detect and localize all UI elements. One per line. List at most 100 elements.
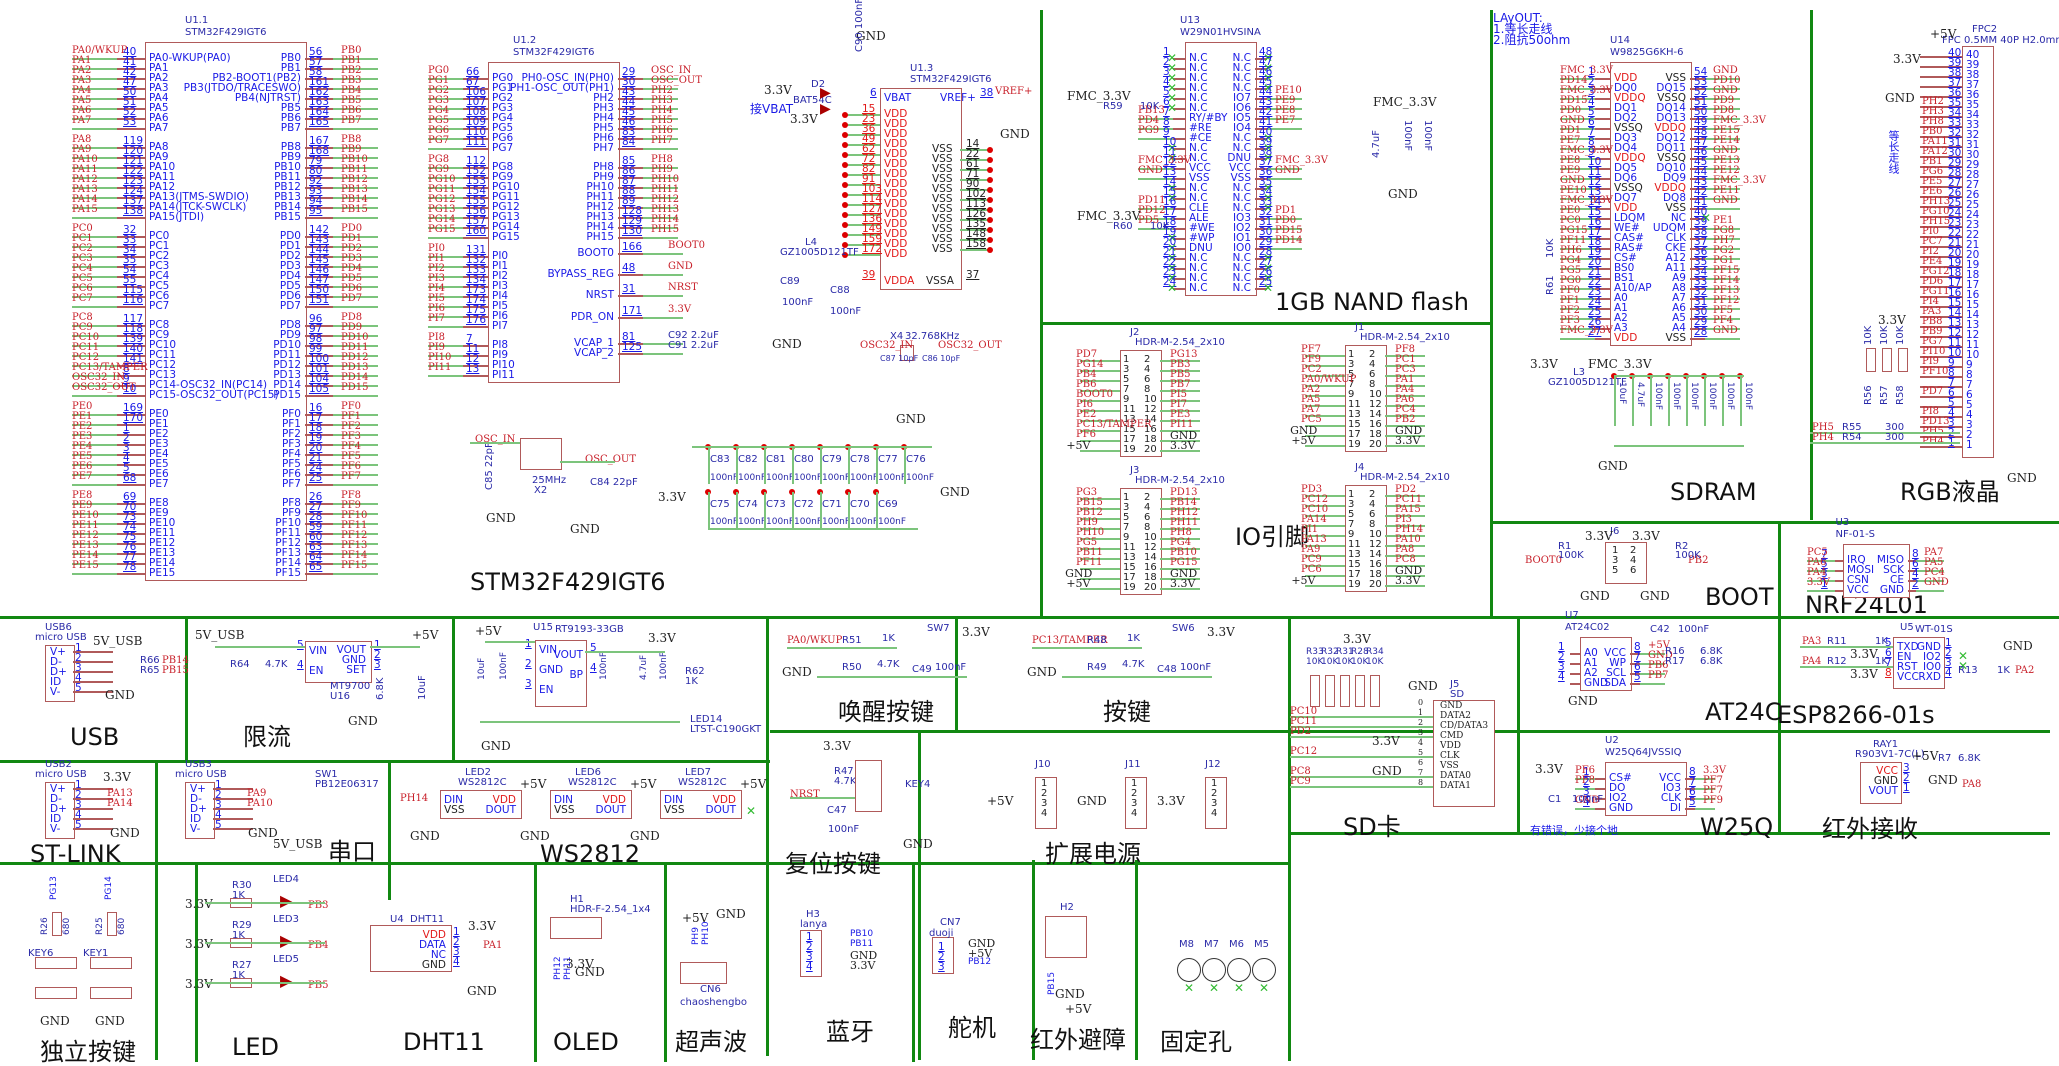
pin-stub (1255, 278, 1267, 280)
fpc2-net-label: PG12 (1922, 266, 1950, 277)
sd-pullup-val: 10K (1336, 657, 1354, 667)
stm32-u1-1-pin-name: PE3 (149, 438, 169, 450)
pin-stub (117, 98, 145, 100)
r65-ref: R65 (140, 665, 160, 676)
sdram-u14-body (1610, 62, 1692, 346)
w25q-u2-body (1605, 762, 1687, 816)
net-wire (1560, 118, 1595, 120)
header-net-label: PD7 (1076, 349, 1098, 360)
x4-ref: X4 (890, 331, 904, 342)
fpc2-pin-name: 22 (1966, 229, 1980, 241)
net-wire (72, 187, 117, 189)
stm32-u1-2-pin-name: PG2 (492, 92, 514, 104)
pin-stub (305, 286, 333, 288)
no-connect-icon: ✕ (746, 804, 757, 818)
nand-u13-pin-num: 46 (1259, 66, 1273, 78)
stm32-u1-1-net-label: PE8 (72, 490, 93, 501)
nand-u13-pin-name: N.C (1232, 192, 1251, 204)
vref-net: VREF+ (995, 86, 1033, 97)
pin-stub (1920, 166, 1962, 168)
stm32-u1-1-net-label: PA13 (72, 184, 98, 195)
pin-stub (117, 276, 145, 278)
stm32-u1-1-net-label: PB13 (341, 184, 368, 195)
net-wire (1560, 78, 1595, 80)
fpc2-net-label: PE5 (1922, 176, 1943, 187)
stm32-u1-2-net-label: PH6 (651, 125, 673, 136)
at24-u7-pin-name: A2 (1584, 667, 1598, 679)
stm32-u1-1-pin-name: PA4 (149, 92, 169, 104)
rail-5v: +5V (1930, 27, 1957, 41)
header-net-label: PI3 (1395, 514, 1413, 525)
stm32-u1-2-pin-name: PDR_ON (570, 311, 614, 323)
fpc2-pin-name: 19 (1966, 259, 1980, 271)
header-net-label: PE3 (1170, 409, 1191, 420)
vdd-pin-num: 127 (862, 203, 883, 215)
header-wire (1385, 585, 1425, 587)
fpc2-part: FPC 0.5MM 40P H2.0mm (1942, 35, 2059, 46)
w25q-u2-pin-num: 6 (1689, 786, 1696, 798)
header-wire (1160, 588, 1200, 590)
pin-stub (117, 167, 145, 169)
stm32-u1-1-net-label: PD11 (341, 342, 369, 353)
junction-dot (987, 207, 993, 213)
pin-stub (305, 296, 333, 298)
stm32-u1-1-pin-name: PD7 (279, 300, 301, 312)
stm32-u1-2-pin-name: PI2 (492, 270, 509, 282)
stm32-u1-2-pin-name: PI7 (492, 320, 509, 332)
net-wire (1138, 118, 1173, 120)
sdram-u14-pin-num: 37 (1694, 236, 1708, 248)
sdram-u14-net-label: FMC_3.3V (1560, 145, 1613, 156)
net-wire (1560, 218, 1595, 220)
header-wire (1385, 495, 1425, 497)
pin-stub (305, 118, 333, 120)
sdram-u14-net-label: GND (1713, 85, 1738, 96)
sdram-u14-pin-num: 47 (1694, 136, 1708, 148)
section-title-power: 扩展电源 (1045, 840, 1141, 868)
decap-ref: C75 (710, 499, 730, 510)
no-connect-icon: ✕ (1263, 201, 1274, 215)
header-net-label: PG14 (1076, 359, 1104, 370)
gnd-label: GND (940, 485, 970, 499)
section-border (1040, 10, 1043, 616)
fpc2-pin-name: 9 (1966, 359, 1973, 371)
w25q-u2-net-label: GND (1575, 795, 1600, 806)
led-ref: LED5 (273, 954, 299, 965)
wire (1740, 376, 1742, 426)
fpc2-pin-name: 32 (1966, 129, 1980, 141)
gnd-label: GND (1027, 665, 1057, 679)
ws2812-pin-din: DIN (444, 794, 464, 806)
stm32-u1-1-pin-num: 60 (309, 531, 323, 543)
header-wire (1305, 395, 1345, 397)
wakeup-r2-val: 4.7K (877, 659, 900, 670)
rail-3v3: 3.3V (764, 83, 792, 97)
net-wire (428, 296, 463, 298)
nand-u13-net-label: GND (1275, 165, 1300, 176)
ws2812-led-body (440, 790, 522, 819)
header-pin-num: 1 (1123, 354, 1130, 365)
vdd-wire (845, 254, 880, 256)
esp-pin-num: 5 (1885, 637, 1892, 649)
layout-note: LAyOUT: (1493, 11, 1543, 25)
header-wire (1305, 555, 1345, 557)
nand-u13-pin-name: IO4 (1232, 122, 1251, 134)
stm32-u1-1-pin-name: PB6 (280, 112, 301, 124)
nand-u13-pin-name: VCC (1189, 162, 1211, 174)
sdram-u14-pin-name: VDD (1614, 202, 1638, 214)
header-pin-num: 16 (1144, 562, 1157, 573)
l4-ref: L4 (805, 237, 817, 248)
pin-stub (1690, 158, 1705, 160)
section-border (1135, 860, 1138, 1060)
header-wire (1385, 515, 1425, 517)
stm32-u1-2-pin-num: 134 (466, 274, 487, 286)
oled-3v3: 3.3V (566, 957, 594, 971)
stm32-u1-1-pin-name: PC3 (149, 260, 170, 272)
header-net-label: PD13 (1170, 487, 1198, 498)
pin-stub (1173, 148, 1185, 150)
junction-dot (987, 167, 993, 173)
net-wire (72, 128, 117, 130)
junction-dot (842, 122, 848, 128)
ir-avoid-ref: H2 (1060, 902, 1074, 913)
oled-gnd: GND (575, 965, 605, 979)
net-wire (1705, 188, 1740, 190)
power-header-pin-num: 2 (1041, 788, 1048, 799)
